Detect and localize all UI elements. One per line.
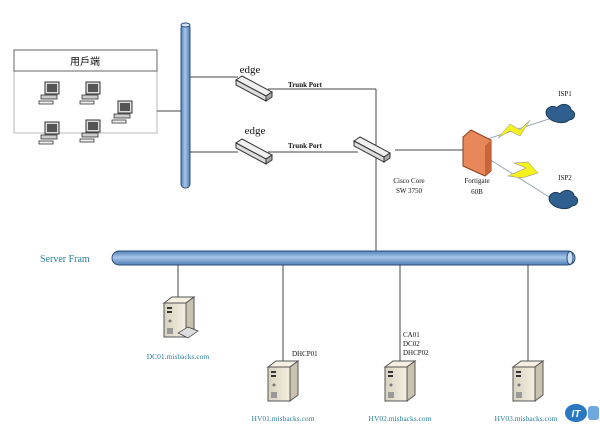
- keyboard-icon: [177, 326, 199, 339]
- edge-label: edge: [245, 125, 266, 137]
- server-icon: [384, 360, 416, 402]
- switch-icon: [353, 136, 391, 163]
- isp-label: ISP1: [558, 90, 572, 98]
- cloud-icon: [548, 189, 579, 210]
- client-header: [13, 49, 158, 72]
- edge-label: edge: [240, 64, 261, 76]
- cloud-icon: [545, 103, 576, 124]
- isp-1: ISP1: [545, 90, 576, 124]
- server-role: DC02: [403, 340, 420, 348]
- svg-text:IT: IT: [572, 409, 582, 420]
- server-dc01: DC01.misbacks.com: [147, 296, 210, 361]
- server-hv03: HV03.misbacks.com: [495, 360, 558, 423]
- server-name: DC01.misbacks.com: [147, 352, 210, 361]
- isp-label: ISP2: [558, 174, 572, 182]
- client-group: 用戶端: [13, 49, 158, 145]
- lightning-icon: [497, 119, 531, 139]
- server-icon: [512, 360, 544, 402]
- server-name: HV01.misbacks.com: [252, 414, 315, 423]
- lightning-icon: [507, 161, 539, 179]
- server-farm-bus: [111, 250, 576, 266]
- core-switch-model: SW 3750: [396, 187, 423, 195]
- firewall-label: Fortigate: [464, 177, 489, 185]
- client-title: 用戶端: [70, 55, 100, 68]
- firewall: Fortigate 60B: [462, 129, 492, 196]
- switch-icon: [235, 75, 273, 102]
- server-hv02: CA01 DC02 DHCP02 HV02.misbacks.com: [369, 331, 432, 423]
- links: [157, 76, 558, 362]
- edge-switch-2: edge Trunk Port: [235, 125, 323, 165]
- trunk-port-label: Trunk Port: [288, 81, 323, 89]
- ithome-logo: IT: [565, 404, 599, 422]
- backbone-pipe: [180, 22, 191, 189]
- server-icon: [267, 360, 299, 402]
- server-name: HV03.misbacks.com: [495, 414, 558, 423]
- switch-icon: [235, 138, 273, 165]
- server-name: HV02.misbacks.com: [369, 414, 432, 423]
- server-farm-label: Server Fram: [40, 254, 90, 265]
- core-switch-label: Cisco Core: [393, 177, 424, 185]
- firewall-model: 60B: [471, 188, 483, 196]
- server-role: DHCP02: [403, 349, 429, 357]
- server-hv01: DHCP01 HV01.misbacks.com: [252, 350, 319, 423]
- server-role: CA01: [403, 331, 420, 339]
- edge-switch-1: edge Trunk Port: [235, 64, 323, 102]
- trunk-port-label: Trunk Port: [288, 142, 323, 150]
- server-role: DHCP01: [292, 350, 318, 358]
- isp-2: ISP2: [548, 174, 579, 210]
- server-farm: Server Fram: [40, 250, 576, 266]
- core-switch: Cisco Core SW 3750: [353, 136, 425, 195]
